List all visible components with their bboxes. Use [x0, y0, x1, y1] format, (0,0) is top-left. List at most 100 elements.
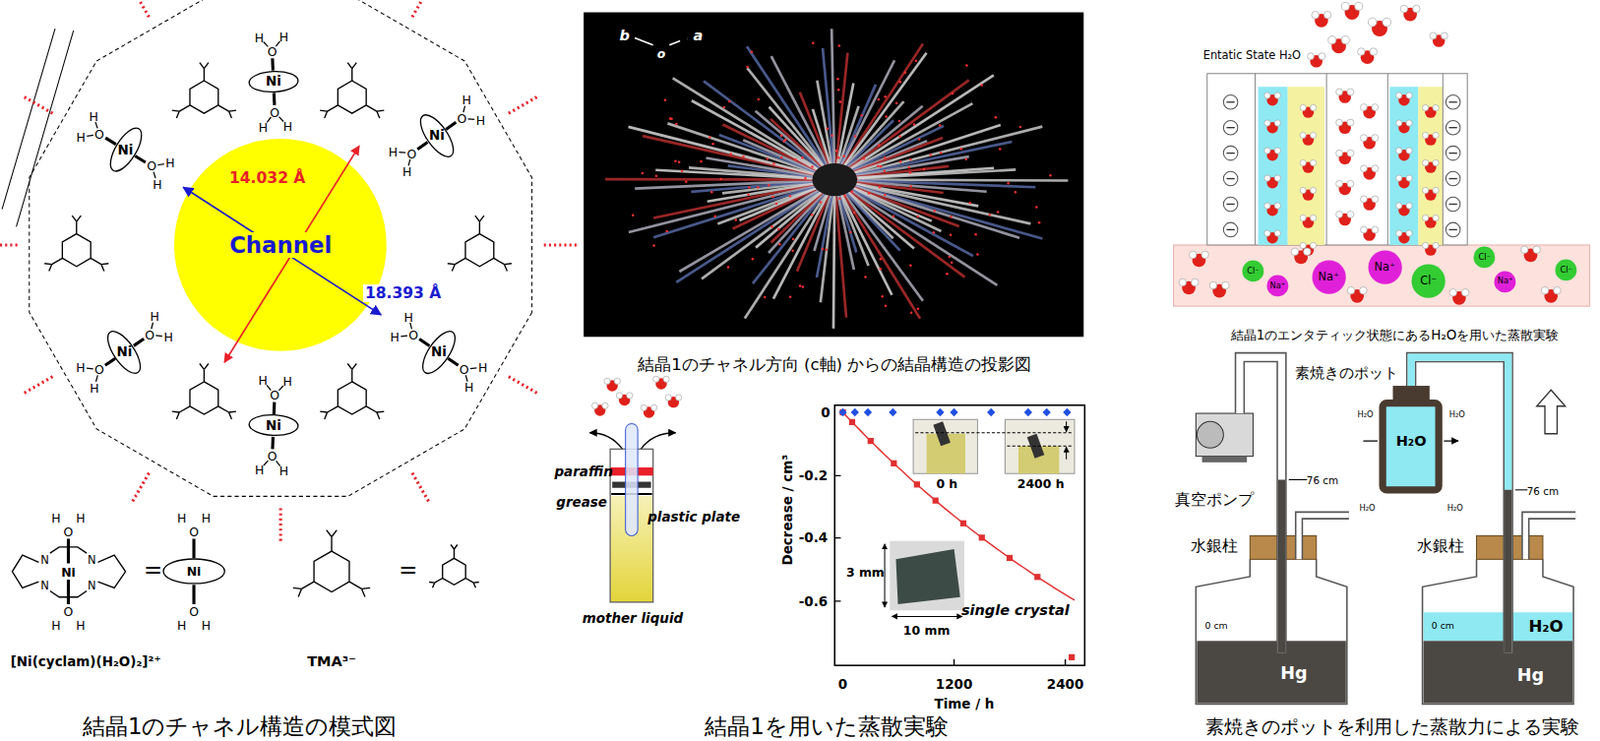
- atom-label: O: [188, 524, 199, 540]
- atom-label: H: [402, 164, 412, 180]
- oxygen-dot: [892, 215, 895, 218]
- axis-title-holder: Decrease / cm³: [778, 454, 797, 566]
- equals-sign-holder: =: [143, 556, 163, 583]
- node-label: Ni: [265, 418, 282, 434]
- carboxylate-bond: [326, 530, 332, 538]
- part-label: mother liquid: [582, 610, 684, 626]
- oxygen-dot: [899, 160, 902, 163]
- nickel-complex: Ni: [67, 296, 181, 409]
- carboxylate-bond: [479, 215, 485, 222]
- crystal-ray: [848, 190, 966, 278]
- data-point: [932, 497, 939, 504]
- crystal-ray: [634, 181, 814, 189]
- channel-wall: [1288, 86, 1325, 246]
- oxygen-dot: [1038, 221, 1041, 224]
- carboxylate-bond: [218, 406, 230, 413]
- oxygen-dot: [746, 193, 749, 196]
- node-label: Na⁺: [1317, 270, 1340, 284]
- oxygen-dot: [801, 285, 804, 288]
- atom-label-holder: H: [403, 307, 413, 326]
- carboxylate-bond: [330, 537, 332, 553]
- atom-label-holder: H: [389, 327, 399, 346]
- atom-label-holder: H: [279, 27, 289, 46]
- oxygen-dot: [780, 156, 783, 159]
- hydrogen-atom: [1371, 226, 1379, 234]
- atom-label: H: [165, 155, 175, 171]
- carboxylate-bond: [434, 578, 443, 584]
- hydrogen-atom: [1341, 36, 1350, 45]
- atom-label-holder: H: [478, 358, 488, 376]
- carboxylate-bond: [327, 406, 339, 413]
- hydrogen-atom: [1264, 92, 1271, 99]
- node-label: Ni: [186, 564, 202, 579]
- carboxylate-bond: [432, 582, 435, 588]
- part-label-holder: 素焼きのポット: [1294, 364, 1399, 382]
- drawing-part: [1007, 445, 1073, 447]
- minus-sign: [1449, 203, 1458, 205]
- atom-label-holder: H: [254, 460, 264, 479]
- carboxylate-bond: [301, 581, 314, 589]
- equals-sign-holder: =: [398, 556, 418, 583]
- cyclam-ellipse: [163, 558, 225, 584]
- oxygen-dot: [674, 159, 677, 162]
- oxygen-dot: [655, 175, 658, 178]
- carboxylate-bond: [362, 587, 371, 589]
- hydrogen-atom: [1309, 131, 1316, 138]
- carboxylate-bond: [331, 530, 337, 538]
- benzene-ring: [465, 234, 494, 267]
- atom-label: O: [63, 524, 74, 540]
- oxygen-dot: [699, 160, 702, 163]
- hydrogen-atom: [1222, 281, 1230, 289]
- hydrogen-atom: [1406, 230, 1413, 237]
- hydrogen-atom: [1354, 1, 1363, 10]
- atom-label-holder: N: [40, 550, 50, 568]
- hydrogen-atom: [1347, 180, 1354, 187]
- hydrogen-atom: [1328, 36, 1337, 45]
- salt-solution: [1173, 245, 1591, 307]
- minus-sign: [1449, 126, 1458, 128]
- drawing-part: [634, 37, 688, 45]
- atom-label: H: [258, 372, 268, 388]
- oxygen-dot: [756, 185, 759, 188]
- oxygen-dot: [853, 211, 856, 214]
- drawing-part: [589, 432, 622, 450]
- atom-label: H: [283, 119, 293, 134]
- coordination-bond: [419, 338, 430, 346]
- crystal-ray: [771, 56, 829, 167]
- hydrogen-atom: [1347, 210, 1354, 218]
- hydrogen-atom: [1449, 289, 1457, 297]
- atom-label-holder: H: [165, 153, 175, 172]
- carboxylate-bond: [52, 257, 63, 264]
- atom-label: H: [464, 379, 474, 395]
- oxygen-dot: [824, 247, 827, 250]
- drawing-part: [1065, 446, 1067, 459]
- oxygen-dot: [719, 178, 722, 181]
- oxygen-dot: [879, 165, 882, 168]
- part-label: H₂O: [1396, 432, 1427, 449]
- hydrogen-atom: [1307, 53, 1315, 61]
- ion-circle: [1555, 259, 1578, 282]
- oxygen-dot: [826, 127, 829, 130]
- cyclam-ellipse: [416, 325, 461, 378]
- drawing-part: [1289, 479, 1308, 481]
- atom-label-holder: O: [188, 602, 199, 620]
- oxygen-dot: [803, 177, 806, 180]
- oxygen-dot: [710, 190, 713, 193]
- atom-label-holder: N: [40, 575, 50, 594]
- carboxylate-bond: [366, 105, 377, 112]
- crystal-ray: [703, 80, 822, 169]
- atom-label: H: [254, 462, 264, 478]
- part-label: 水銀柱: [1190, 537, 1238, 555]
- oxygen-dot: [895, 101, 898, 104]
- oxygen-dot: [915, 60, 918, 62]
- part-label: H₂O: [1449, 409, 1466, 420]
- ion-circle: [1494, 270, 1517, 293]
- oxygen-dot: [1014, 190, 1017, 193]
- minus-sign: [1449, 178, 1458, 180]
- hydrogen-atom: [1347, 286, 1354, 294]
- atom-label: H: [88, 109, 98, 124]
- ion-circle: [1242, 260, 1265, 283]
- carboxylate-bond: [376, 109, 384, 112]
- carboxylate-bond: [454, 257, 466, 264]
- part-label-holder: H₂O: [1528, 616, 1563, 636]
